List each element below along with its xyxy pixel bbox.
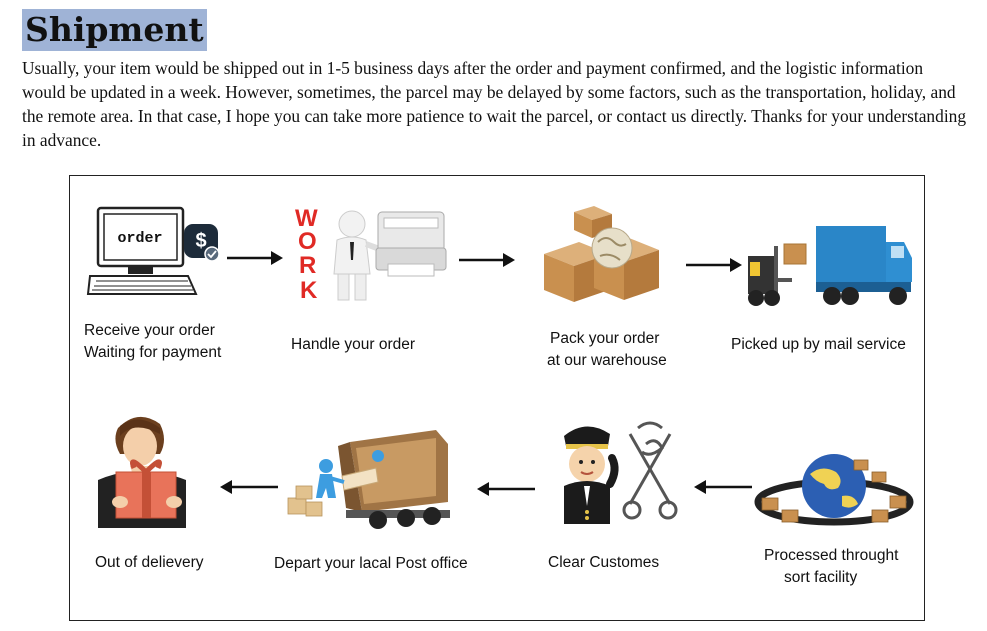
delivery-truck-icon: [287, 430, 450, 529]
label-depart-post-office: Depart your lacal Post office: [274, 555, 468, 572]
svg-text:$: $: [195, 230, 206, 252]
work-letter-w: W: [295, 205, 318, 232]
label-waiting-payment: Waiting for payment: [84, 344, 222, 361]
intro-paragraph: Usually, your item would be shipped out …: [22, 58, 967, 150]
work-letter-o: O: [298, 228, 317, 255]
label-processed: Processed throught: [764, 547, 899, 564]
label-sort-facility: sort facility: [784, 569, 858, 586]
arrow-right-2: [457, 250, 517, 275]
arrow-left-3: [218, 477, 280, 502]
boxes-globe-icon: [544, 206, 659, 302]
order-screen-text: order: [117, 230, 162, 247]
globe-conveyor-icon: [754, 454, 914, 526]
page-title: Shipment: [22, 9, 207, 51]
label-clear-customs: Clear Customes: [548, 554, 660, 571]
arrow-left-2: [475, 479, 537, 504]
work-printer-icon: W O R K: [295, 205, 447, 304]
label-at-warehouse: at our warehouse: [547, 352, 667, 369]
gift-person-icon: [98, 416, 186, 528]
shipment-process-diagram: order $ Receive your order Waiting for p…: [69, 175, 925, 621]
label-picked-up: Picked up by mail service: [731, 336, 906, 353]
computer-order-icon: order $: [86, 206, 220, 295]
work-letter-r: R: [299, 252, 316, 279]
label-handle-order: Handle your order: [291, 336, 416, 353]
label-receive-order: Receive your order: [84, 322, 215, 339]
label-out-for-delivery: Out of delievery: [95, 554, 204, 571]
customs-officer-icon: [564, 421, 678, 524]
arrow-right-1: [225, 248, 285, 273]
forklift-truck-icon: [748, 226, 912, 306]
work-letter-k: K: [300, 277, 318, 304]
arrow-right-3: [684, 255, 744, 280]
arrow-left-1: [692, 477, 754, 502]
label-pack-order: Pack your order: [550, 330, 660, 347]
